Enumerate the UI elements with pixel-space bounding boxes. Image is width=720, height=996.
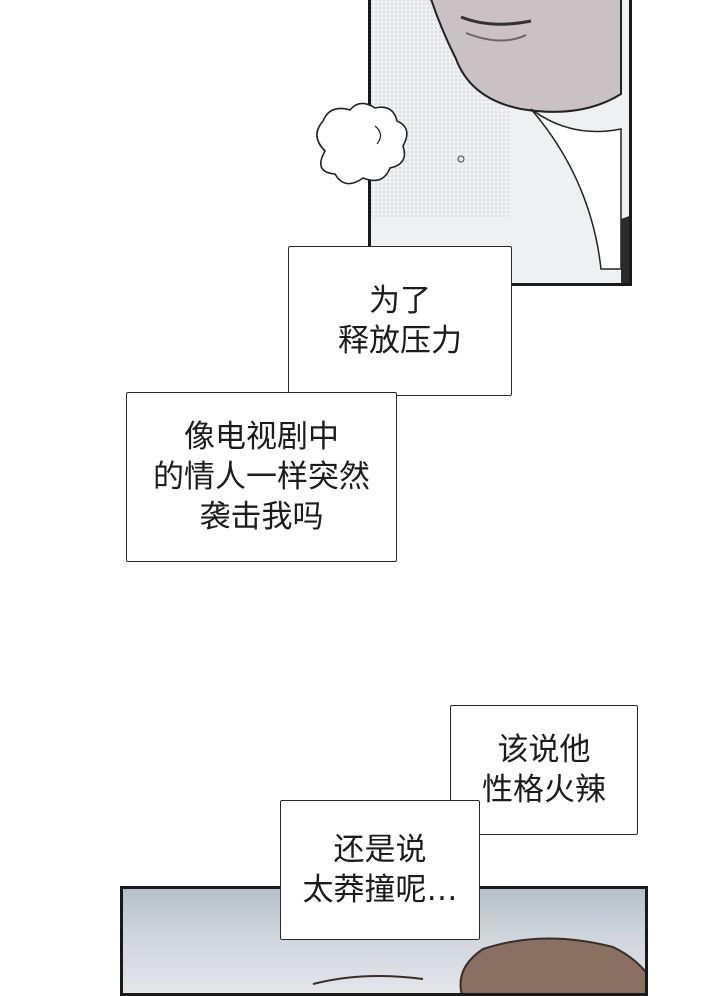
- caption-line: 为了: [369, 283, 431, 319]
- hair-illustration: [312, 937, 645, 993]
- face-illustration: [371, 0, 629, 283]
- caption-line: 还是说: [333, 832, 427, 868]
- puff-icon: [316, 102, 408, 185]
- caption-line: 袭击我吗: [199, 499, 324, 535]
- caption-line: 该说他: [497, 732, 591, 768]
- caption-line: 太莽撞呢…: [302, 872, 458, 908]
- caption-box: 为了 释放压力: [288, 246, 512, 396]
- caption-box: 像电视剧中 的情人一样突然 袭击我吗: [126, 392, 397, 562]
- caption-line: 性格火辣: [482, 772, 606, 808]
- comic-panel-face: [368, 0, 632, 286]
- caption-line: 像电视剧中: [184, 419, 339, 455]
- caption-line: 释放压力: [338, 323, 462, 359]
- caption-box: 还是说 太莽撞呢…: [280, 800, 480, 940]
- caption-line: 的情人一样突然: [153, 459, 370, 495]
- caption-box: 该说他 性格火辣: [450, 705, 638, 835]
